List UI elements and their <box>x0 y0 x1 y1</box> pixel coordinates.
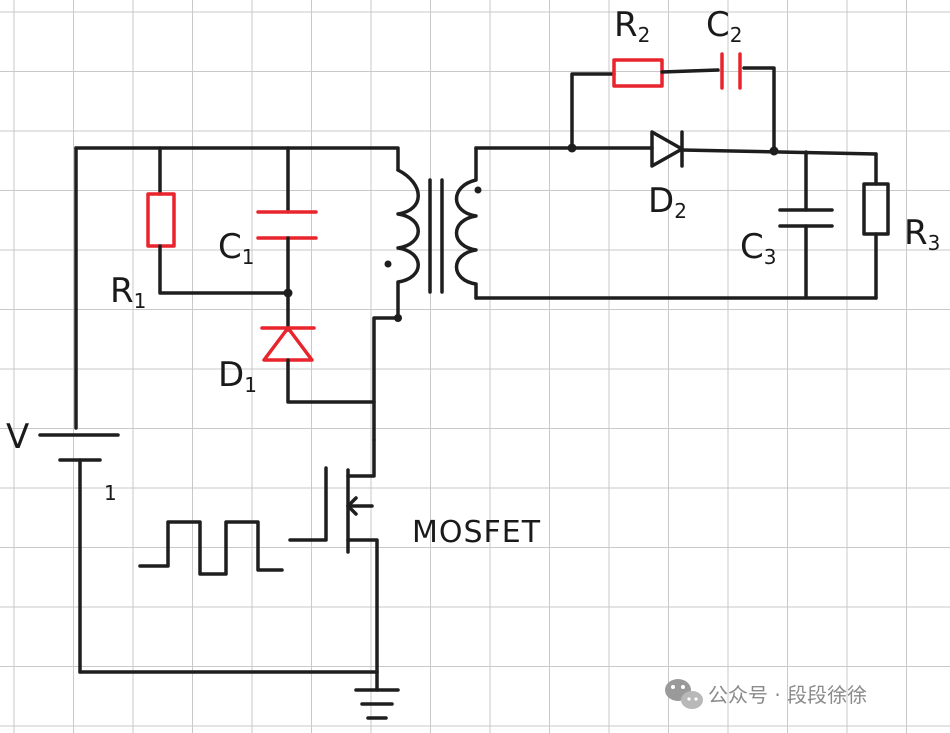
mosfet-symbol <box>288 438 379 674</box>
label-c1: C1 <box>218 227 254 269</box>
label-c2: C2 <box>706 5 742 47</box>
label-battery-minus: 1 <box>104 481 117 505</box>
primary-dot-marker <box>384 260 392 268</box>
secondary-circuit <box>454 52 890 300</box>
label-r1: R1 <box>110 271 146 313</box>
component-labels: V 1 R1 C1 D1 MOSFET R2 C2 D2 C3 R3 <box>6 5 940 550</box>
junction-dot-drain <box>394 314 402 322</box>
ground-symbol <box>354 670 400 720</box>
junction-dot-snubber-left <box>567 143 577 153</box>
transformer-secondary-winding <box>454 146 482 300</box>
top-rail-wire <box>74 146 400 172</box>
secondary-dot-marker <box>474 186 482 194</box>
watermark: 公众号 · 段段徐徐 <box>665 679 867 709</box>
diode-d1 <box>260 326 376 404</box>
diode-d2 <box>650 130 878 168</box>
junction-dot-snubber-right <box>769 146 779 156</box>
label-c3: C3 <box>740 227 776 269</box>
capacitor-c3 <box>778 150 834 298</box>
gate-pulse-waveform <box>138 520 284 576</box>
resistor-r3 <box>862 152 890 300</box>
label-v: V <box>6 417 29 457</box>
capacitor-c1 <box>256 146 318 332</box>
snubber-r2-c2 <box>570 52 776 154</box>
label-d2: D2 <box>648 181 687 223</box>
battery-v <box>38 433 120 674</box>
junction-dot-r1-c1 <box>283 288 293 298</box>
label-d1: D1 <box>218 355 257 397</box>
resistor-r1 <box>146 146 290 295</box>
label-r3: R3 <box>904 213 940 255</box>
wechat-icon <box>665 679 703 709</box>
label-r2: R2 <box>614 5 650 47</box>
primary-circuit <box>38 146 444 720</box>
label-mosfet: MOSFET <box>412 515 541 550</box>
transformer-primary-winding <box>372 168 420 442</box>
watermark-text: 公众号 · 段段徐徐 <box>708 683 867 707</box>
transformer-core <box>428 178 444 294</box>
